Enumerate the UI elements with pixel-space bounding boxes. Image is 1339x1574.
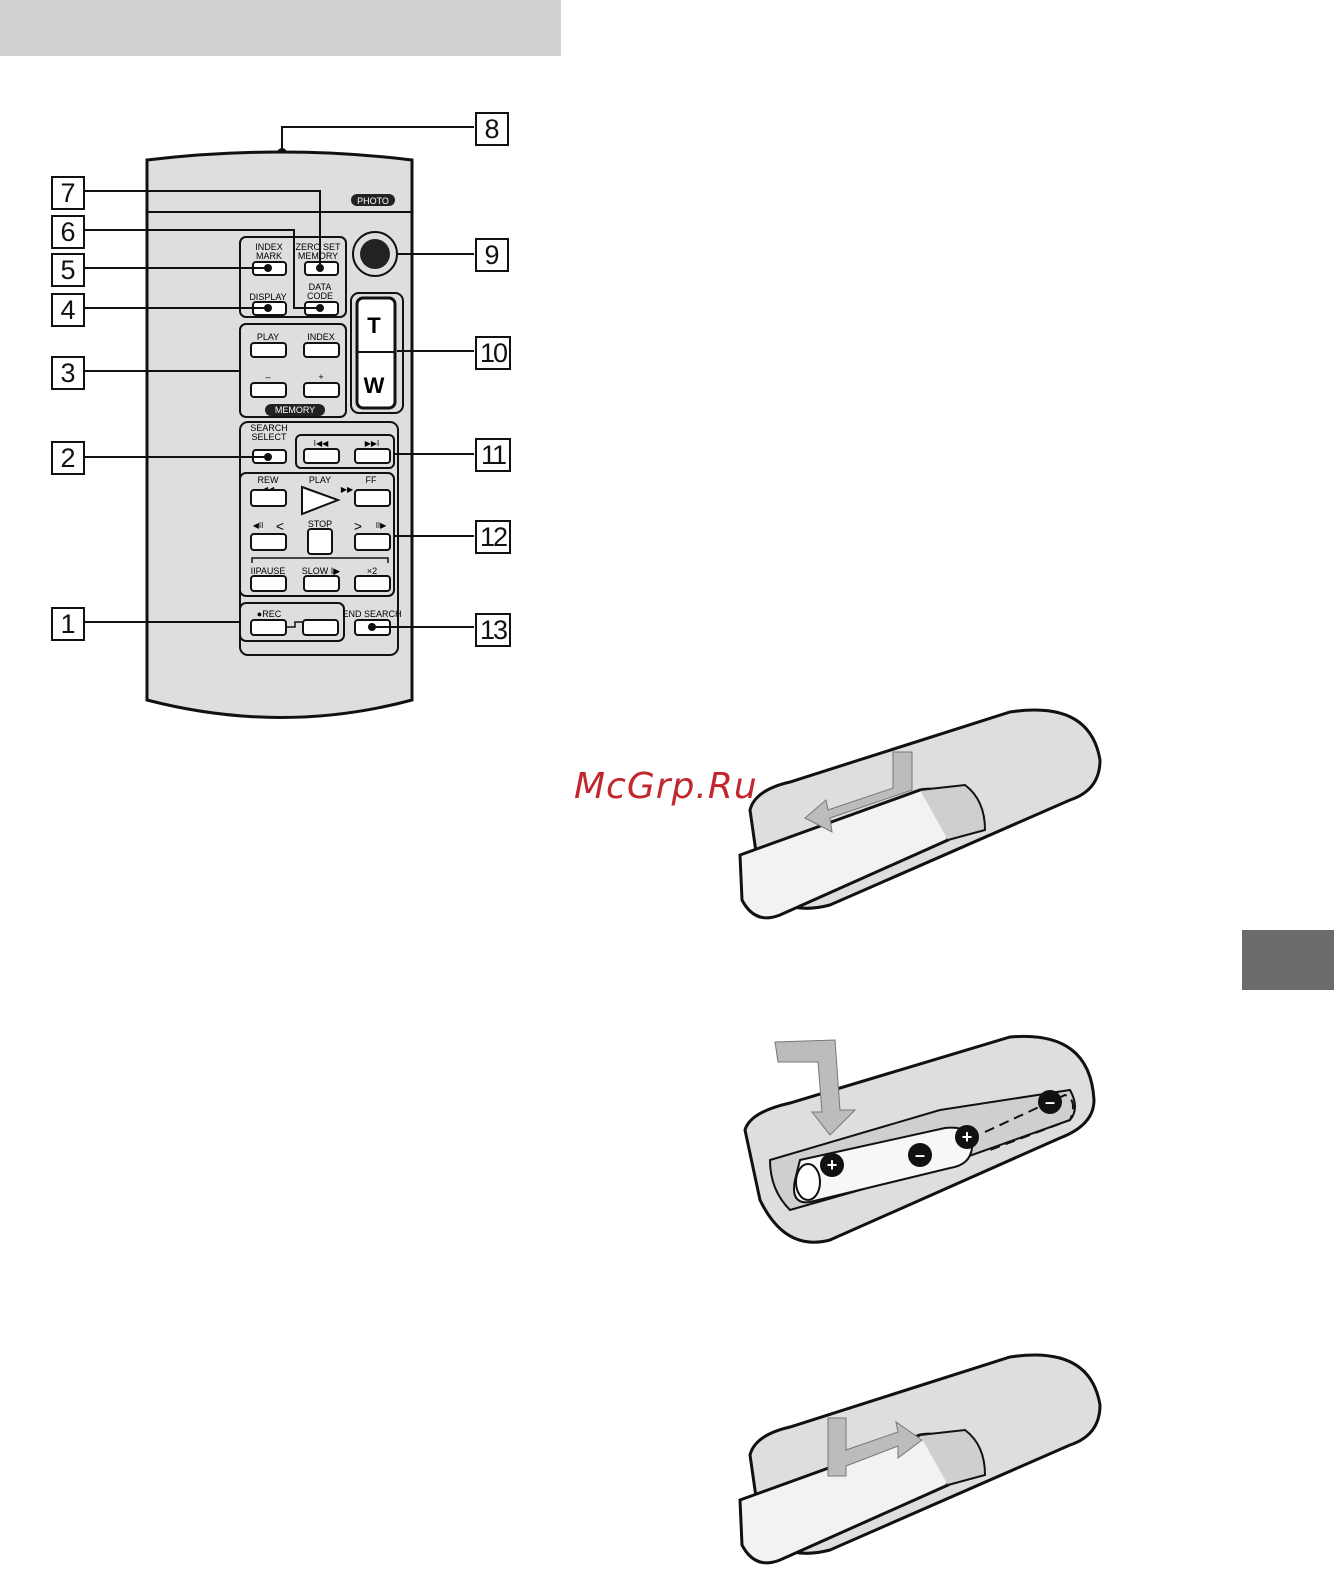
- svg-text:–: –: [265, 372, 270, 382]
- svg-text:PLAY: PLAY: [257, 332, 279, 342]
- callout-10: 10: [475, 336, 511, 370]
- svg-text:+: +: [962, 1127, 973, 1147]
- svg-text:▶▶I: ▶▶I: [365, 439, 380, 448]
- svg-text:MARK: MARK: [256, 251, 282, 261]
- callout-1: 1: [51, 607, 85, 641]
- svg-text:+: +: [318, 372, 323, 382]
- watermark-text: McGrp.Ru: [574, 766, 758, 807]
- svg-text:MEMORY: MEMORY: [298, 251, 338, 261]
- svg-text:+: +: [827, 1155, 838, 1175]
- svg-text:INDEX: INDEX: [307, 332, 335, 342]
- svg-text:–: –: [1045, 1092, 1055, 1112]
- svg-text:–: –: [915, 1145, 925, 1165]
- svg-text:MEMORY: MEMORY: [275, 405, 315, 415]
- svg-text:●REC: ●REC: [257, 609, 282, 619]
- svg-text:×2: ×2: [367, 566, 377, 576]
- section-tab: [1242, 930, 1334, 990]
- svg-text:◀II: ◀II: [253, 521, 264, 530]
- svg-text:CODE: CODE: [307, 291, 333, 301]
- callout-5: 5: [51, 253, 85, 287]
- callout-6: 6: [51, 215, 85, 249]
- svg-text:▶▶: ▶▶: [341, 485, 354, 494]
- svg-text:I◀◀: I◀◀: [314, 439, 329, 448]
- svg-text:<: <: [276, 518, 284, 534]
- callout-7: 7: [51, 176, 85, 210]
- callout-3: 3: [51, 356, 85, 390]
- callout-2: 2: [51, 441, 85, 475]
- svg-text:REW: REW: [258, 475, 280, 485]
- svg-text:SELECT: SELECT: [251, 432, 287, 442]
- svg-text:STOP: STOP: [308, 519, 332, 529]
- callout-12: 12: [475, 520, 511, 554]
- svg-text:FF: FF: [366, 475, 377, 485]
- callout-8: 8: [475, 112, 509, 146]
- svg-text:II▶: II▶: [376, 521, 387, 530]
- callout-9: 9: [475, 238, 509, 272]
- callout-13: 13: [475, 613, 511, 647]
- callout-11: 11: [475, 438, 511, 472]
- svg-text:W: W: [364, 373, 385, 398]
- svg-text:>: >: [354, 518, 362, 534]
- svg-text:PHOTO: PHOTO: [357, 196, 389, 206]
- svg-text:T: T: [367, 313, 381, 338]
- callout-4: 4: [51, 293, 85, 327]
- svg-text:END SEARCH: END SEARCH: [342, 609, 401, 619]
- svg-text:DISPLAY: DISPLAY: [249, 292, 286, 302]
- svg-text:SLOW I▶: SLOW I▶: [302, 566, 341, 576]
- svg-text:IIPAUSE: IIPAUSE: [251, 566, 286, 576]
- svg-text:PLAY: PLAY: [309, 475, 331, 485]
